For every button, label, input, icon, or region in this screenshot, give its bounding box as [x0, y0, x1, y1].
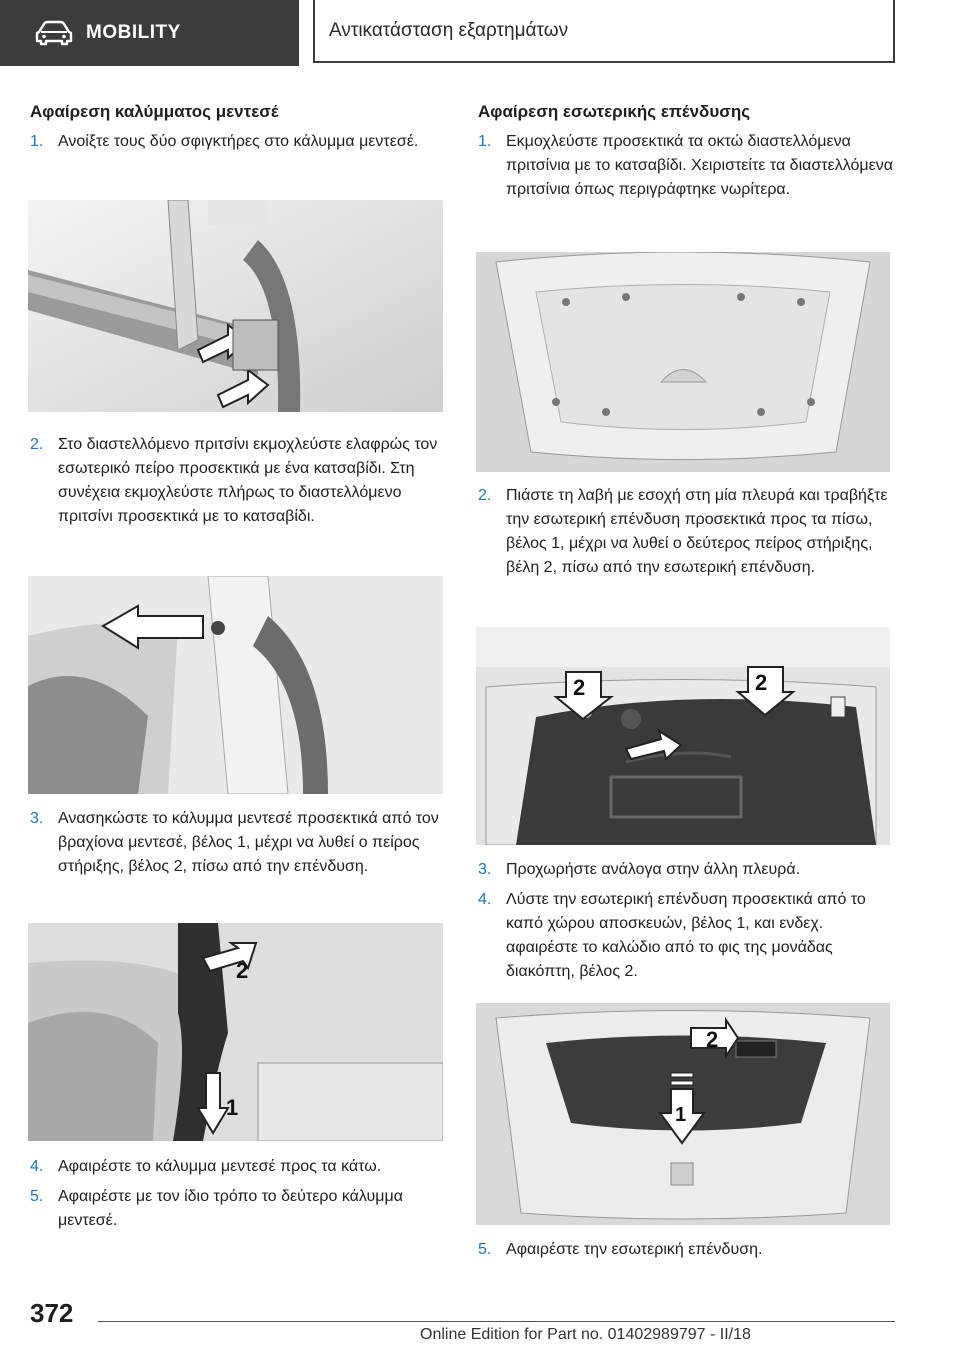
- step-text: Αφαιρέστε με τον ίδιο τρόπο το δεύτερο κ…: [58, 1188, 403, 1229]
- step-item: 3. Ανασηκώστε το κάλυμμα μεντεσέ προσεκτ…: [30, 807, 450, 879]
- step-number: 5.: [478, 1241, 492, 1258]
- step-text: Ανασηκώστε το κάλυμμα μεντεσέ προσεκτικά…: [58, 810, 439, 875]
- right-step-5: 5. Αφαιρέστε την εσωτερική επένδυση.: [478, 1238, 898, 1268]
- step-item: 1. Ανοίξτε τους δύο σφιγκτήρες στο κάλυμ…: [30, 130, 450, 154]
- left-step-3: 3. Ανασηκώστε το κάλυμμα μεντεσέ προσεκτ…: [30, 807, 450, 885]
- figure-trim-pull: 2 2: [476, 627, 890, 845]
- step-text: Στο διαστελλόμενο πριτσίνι εκμοχλεύστε ε…: [58, 436, 438, 525]
- figure-trim-release: 2 1: [476, 1003, 890, 1225]
- right-column: Αφαίρεση εσωτερικής επένδυσης 1. Εκμοχλε…: [478, 100, 898, 208]
- step-number: 2.: [478, 487, 492, 504]
- step-number: 4.: [30, 1158, 44, 1175]
- step-item: 2. Στο διαστελλόμενο πριτσίνι εκμοχλεύστ…: [30, 433, 450, 529]
- chapter-header: Αντικατάσταση εξαρτημάτων: [313, 0, 895, 63]
- step-item: 3. Προχωρήστε ανάλογα στην άλλη πλευρά.: [478, 858, 898, 882]
- step-number: 3.: [30, 810, 44, 827]
- car-icon: [35, 20, 73, 46]
- footer-divider: [98, 1321, 895, 1322]
- step-number: 2.: [30, 436, 44, 453]
- arrow-label-1: 1: [675, 1104, 686, 1126]
- right-step-2: 2. Πιάστε τη λαβή με εσοχή στη μία πλευρ…: [478, 484, 898, 586]
- step-number: 1.: [478, 133, 492, 150]
- step-text: Λύστε την εσωτερική επένδυση προσεκτικά …: [506, 891, 866, 980]
- step-item: 5. Αφαιρέστε με τον ίδιο τρόπο το δεύτερ…: [30, 1185, 450, 1233]
- arrow-label-1: 1: [226, 1095, 238, 1120]
- step-text: Πιάστε τη λαβή με εσοχή στη μία πλευρά κ…: [506, 487, 888, 576]
- step-number: 1.: [30, 133, 44, 150]
- step-item: 1. Εκμοχλεύστε προσεκτικά τα οκτώ διαστε…: [478, 130, 898, 202]
- header-section-tab: MOBILITY: [0, 0, 299, 66]
- section-label: MOBILITY: [86, 22, 181, 43]
- step-number: 3.: [478, 861, 492, 878]
- left-step-2: 2. Στο διαστελλόμενο πριτσίνι εκμοχλεύστ…: [30, 433, 450, 535]
- step-text: Προχωρήστε ανάλογα στην άλλη πλευρά.: [506, 861, 801, 878]
- left-column: Αφαίρεση καλύμματος μεντεσέ 1. Ανοίξτε τ…: [30, 100, 450, 160]
- figure-hinge-clamps: [28, 200, 443, 412]
- right-step-3-4: 3. Προχωρήστε ανάλογα στην άλλη πλευρά. …: [478, 858, 898, 990]
- section-title: Αφαίρεση καλύμματος μεντεσέ: [30, 102, 279, 121]
- step-number: 4.: [478, 891, 492, 908]
- step-item: 5. Αφαιρέστε την εσωτερική επένδυση.: [478, 1238, 898, 1262]
- arrow-label-2: 2: [706, 1027, 718, 1052]
- page-number: 372: [30, 1298, 74, 1328]
- step-item: 4. Αφαιρέστε το κάλυμμα μεντεσέ προς τα …: [30, 1155, 450, 1179]
- left-step-4-5: 4. Αφαιρέστε το κάλυμμα μεντεσέ προς τα …: [30, 1155, 450, 1239]
- step-item: 2. Πιάστε τη λαβή με εσοχή στη μία πλευρ…: [478, 484, 898, 580]
- step-text: Αφαιρέστε το κάλυμμα μεντεσέ προς τα κάτ…: [58, 1158, 382, 1175]
- step-text: Εκμοχλεύστε προσεκτικά τα οκτώ διαστελλό…: [506, 133, 893, 198]
- figure-hinge-cover-lift: 2 1: [28, 923, 443, 1141]
- chapter-title: Αντικατάσταση εξαρτημάτων: [329, 19, 569, 41]
- arrow-label-2b: 2: [755, 670, 767, 695]
- step-item: 4. Λύστε την εσωτερική επένδυση προσεκτι…: [478, 888, 898, 984]
- arrow-label-2a: 2: [573, 675, 585, 700]
- section-title: Αφαίρεση εσωτερικής επένδυσης: [478, 102, 751, 121]
- arrow-label-2: 2: [236, 958, 248, 983]
- step-number: 5.: [30, 1188, 44, 1205]
- step-text: Αφαιρέστε την εσωτερική επένδυση.: [506, 1241, 763, 1258]
- edition-note: Online Edition for Part no. 01402989797 …: [420, 1326, 751, 1343]
- figure-trunk-lid-trim: [476, 252, 890, 472]
- step-text: Ανοίξτε τους δύο σφιγκτήρες στο κάλυμμα …: [58, 133, 419, 150]
- figure-rivet: [28, 576, 443, 794]
